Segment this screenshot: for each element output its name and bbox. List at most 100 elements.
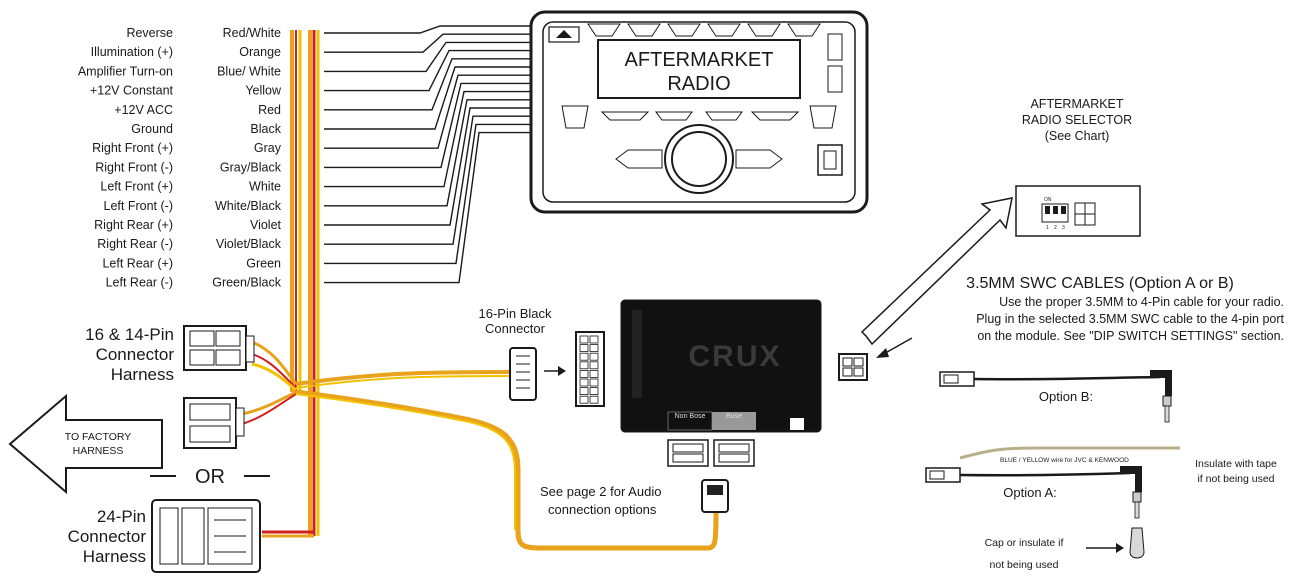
volume-knob [664,124,734,194]
socket-pin [589,344,599,353]
connector-24-pin [151,499,261,573]
wire-line [324,115,531,245]
socket-pin [579,378,589,387]
pin24-label-line1: 24-Pin [97,507,146,526]
radio-selector-box: ON 1 2 3 [1015,185,1141,237]
socket-pin [589,378,599,387]
pin16-14-label-line1: 16 & 14-Pin [85,325,174,344]
wire-line [324,49,531,92]
arrow-right-icon [544,366,566,376]
wire-fan [324,25,531,284]
to-factory-harness-arrow [8,393,163,495]
option-a-wire-label: BLUE / YELLOW wire for JVC & KENWOOD [1000,457,1129,464]
dip-on-label: ON [1044,197,1052,203]
crux-module: CRUX Non Bose Bose [620,299,822,433]
wire-color-label: Violet/Black [216,237,282,251]
main-cable-bundle [241,30,719,551]
wire-line [324,66,531,130]
seek-right-button [735,149,783,169]
pin16-14-label-line3: Harness [111,365,174,384]
top-buttons [587,23,821,37]
wire-color-label: Violet [250,218,282,232]
pin24-label-line3: Harness [83,547,146,566]
wire-line [324,107,531,226]
wire-color-label: Red [258,103,281,117]
option-b-label: Option B: [1039,389,1093,404]
pin16-14-label-line2: Connector [96,345,175,364]
wire-line [324,41,531,73]
socket-pin [589,335,599,344]
seek-left-button [615,149,663,169]
arrow-to-port-icon [876,337,913,358]
radio-label-line2: RADIO [667,73,730,95]
wire-function-label: Left Rear (-) [106,276,173,290]
wire-color-label: White [249,180,281,194]
wire-color-label: Green/Black [212,276,282,290]
wire-function-label: Right Front (-) [95,160,173,174]
wire-color-label: Yellow [245,84,282,98]
wire-function-label: Right Front (+) [92,141,173,155]
wire-line [324,58,531,111]
audio-connector-non-bose [667,439,709,467]
selector-arrow [860,197,1013,346]
audio-connector-bose [713,439,755,467]
selector-title-line2: RADIO SELECTOR [1022,113,1132,127]
connector16-label-line2: Connector [485,321,546,336]
wire-line [324,131,531,284]
wire-color-label: Blue/ White [217,64,281,78]
socket-pin [589,395,599,404]
audio-note-line1: See page 2 for Audio [540,484,661,499]
wire-function-label: Left Front (+) [100,180,173,194]
wire-line [324,33,531,53]
dip-num-3: 3 [1062,225,1065,231]
right-side-buttons [827,33,843,93]
pin24-label-line2: Connector [68,527,147,546]
selector-title-line1: AFTERMARKET [1030,97,1123,111]
wire-color-label: Green [246,256,281,270]
wire-line [324,25,531,34]
connector16-label-line1: 16-Pin Black [479,306,552,321]
dip-switch-icon [1041,203,1069,223]
wire-line [324,90,531,188]
swc-title: 3.5MM SWC CABLES (Option A or B) [966,275,1234,292]
dip-num-1: 1 [1046,225,1049,231]
socket-pin [589,361,599,370]
crux-logo: CRUX [688,340,781,373]
selector-port-icon [1074,202,1096,226]
wire-function-label: Right Rear (-) [97,237,173,251]
arrow-to-cap-icon [1086,543,1124,553]
socket-pin [579,352,589,361]
selector-subtitle: (See Chart) [1045,129,1110,143]
swc-line1: Use the proper 3.5MM to 4-Pin cable for … [999,295,1284,309]
wire-function-label: +12V Constant [90,84,174,98]
factory-arrow-line2: HARNESS [73,445,124,457]
radio-display [597,39,801,99]
socket-pin [579,387,589,396]
preset-buttons [561,105,837,129]
swc-line2: Plug in the selected 3.5MM SWC cable to … [976,312,1284,326]
wire-function-label: +12V ACC [114,103,173,117]
connector-16-pin-socket [575,331,605,407]
bose-label: Bose [726,413,742,420]
wire-color-label: Gray [254,141,282,155]
wire-function-label: Amplifier Turn-on [78,64,173,78]
socket-pin [589,352,599,361]
wire-color-label: White/Black [215,199,282,213]
socket-pin [589,387,599,396]
cap-line2: not being used [990,559,1059,571]
factory-arrow-line1: TO FACTORY [65,431,132,443]
connector-16-pin-plug [509,347,537,401]
radio-label-line1: AFTERMARKET [625,49,774,71]
eject-icon [548,26,580,43]
dip-num-2: 2 [1054,225,1057,231]
wire-color-label: Gray/Black [220,160,282,174]
option-a-label: Option A: [1003,485,1056,500]
non-bose-label: Non Bose [675,413,706,420]
audio-plug [701,479,729,513]
wire-function-label: Right Rear (+) [94,218,173,232]
aftermarket-radio: AFTERMARKET RADIO [529,10,869,214]
socket-pin [579,395,589,404]
cap-line1: Cap or insulate if [985,537,1064,549]
option-a-cable [925,446,1180,559]
